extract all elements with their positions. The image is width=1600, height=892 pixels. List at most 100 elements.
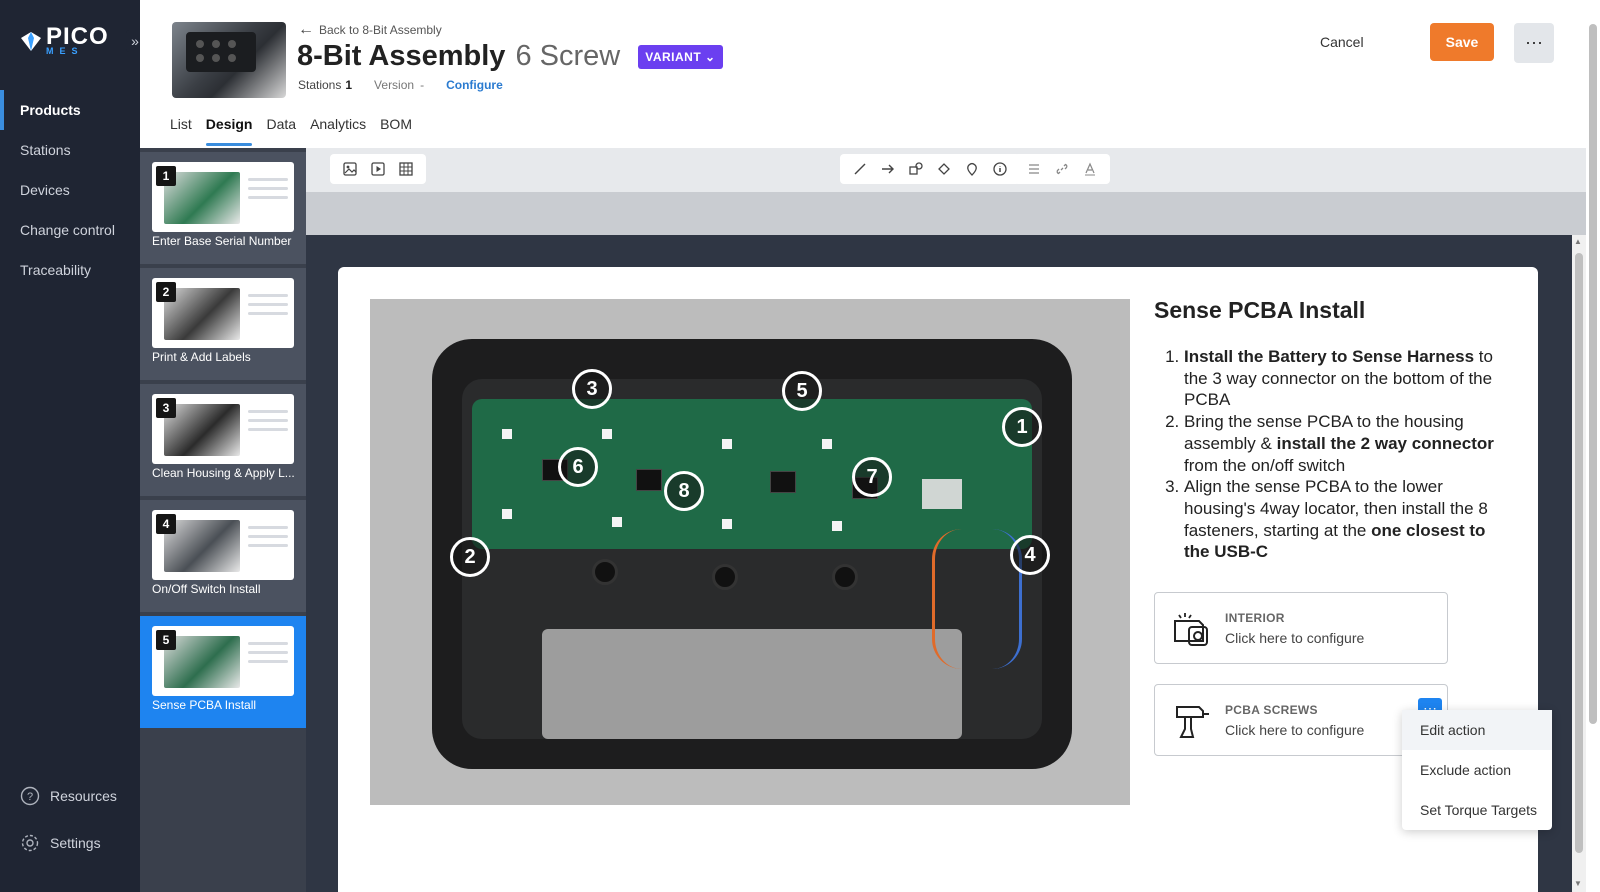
table-icon[interactable] — [392, 156, 420, 182]
instruction-text: to the 3 way connector on the bottom of … — [1184, 347, 1493, 410]
save-button[interactable]: Save — [1430, 23, 1494, 61]
brand-name: PICO — [46, 23, 109, 50]
configure-link[interactable]: Configure — [446, 78, 503, 92]
tab-bar: List Design Data Analytics BOM — [170, 116, 426, 146]
settings-label: Settings — [50, 835, 101, 851]
action-card-interior[interactable]: INTERIOR Click here to configure — [1154, 592, 1448, 664]
page-scrollbar[interactable] — [1586, 0, 1600, 892]
back-label: Back to 8-Bit Assembly — [319, 23, 442, 37]
page-scrollbar-thumb[interactable] — [1589, 24, 1597, 724]
draw-tool-group — [840, 154, 1020, 184]
logo[interactable]: PICO MES — [20, 25, 109, 56]
step-label: On/Off Switch Install — [152, 582, 261, 596]
image-icon[interactable] — [336, 156, 364, 182]
action-context-menu: Edit action Exclude action Set Torque Ta… — [1402, 710, 1552, 830]
collapse-sidebar-icon[interactable]: » — [126, 30, 144, 52]
scroll-down-icon[interactable]: ▼ — [1574, 879, 1582, 888]
arrow-left-icon: ← — [298, 21, 314, 38]
photo-marker[interactable]: 4 — [1010, 535, 1050, 575]
link-icon[interactable] — [1048, 156, 1076, 182]
step-thumbnail: 3 — [152, 394, 294, 464]
instruction-text: Align the sense PCBA to the lower housin… — [1184, 477, 1488, 540]
media-tool-group — [330, 154, 426, 184]
photo-marker[interactable]: 3 — [572, 369, 612, 409]
sidebar-item-products[interactable]: Products — [0, 90, 140, 130]
step-number: 5 — [156, 630, 176, 650]
photo-marker[interactable]: 8 — [664, 471, 704, 511]
step-thumbnail: 4 — [152, 510, 294, 580]
variant-badge-label: VARIANT — [645, 49, 702, 64]
editor-ruler — [306, 192, 1586, 235]
back-link[interactable]: ← Back to 8-Bit Assembly — [298, 21, 442, 39]
text-color-icon[interactable] — [1076, 156, 1104, 182]
sidebar-item-settings[interactable]: Settings — [20, 833, 140, 853]
slide-title: Sense PCBA Install — [1154, 297, 1366, 323]
version-label: Version — [374, 78, 415, 92]
tab-list[interactable]: List — [170, 116, 192, 132]
cancel-button[interactable]: Cancel — [1320, 34, 1364, 50]
marker-icon[interactable] — [958, 156, 986, 182]
sidebar-item-traceability[interactable]: Traceability — [20, 262, 92, 278]
tab-design[interactable]: Design — [205, 116, 252, 146]
slide-text[interactable]: Sense PCBA Install Install the Battery t… — [1154, 297, 1494, 563]
video-icon[interactable] — [364, 156, 392, 182]
fill-icon[interactable] — [930, 156, 958, 182]
action-name: INTERIOR — [1225, 611, 1285, 625]
align-icon[interactable] — [1020, 156, 1048, 182]
step-label: Clean Housing & Apply L... — [152, 466, 295, 480]
sidebar-item-devices[interactable]: Devices — [20, 182, 70, 198]
info-icon[interactable] — [986, 156, 1014, 182]
action-card-pcba-screws[interactable]: PCBA SCREWS Click here to configure ⋯ — [1154, 684, 1448, 756]
assembly-photo[interactable]: 1 2 3 4 5 6 7 8 — [370, 299, 1130, 805]
sidebar-item-stations[interactable]: Stations — [20, 142, 71, 158]
slide-card: 1 2 3 4 5 6 7 8 Sense PCBA Install Insta… — [338, 267, 1538, 892]
photo-marker[interactable]: 2 — [450, 537, 490, 577]
tab-data[interactable]: Data — [266, 116, 297, 132]
action-name: PCBA SCREWS — [1225, 703, 1318, 717]
page-title: 8-Bit Assembly 6 Screw VARIANT ⌄ — [297, 40, 723, 73]
tab-analytics[interactable]: Analytics — [310, 116, 367, 132]
text-tool-group — [1014, 154, 1110, 184]
line-icon[interactable] — [846, 156, 874, 182]
sidebar-item-change-control[interactable]: Change control — [20, 222, 115, 238]
photo-marker[interactable]: 5 — [782, 371, 822, 411]
product-name: 8-Bit Assembly — [297, 40, 506, 72]
tab-bom[interactable]: BOM — [380, 116, 412, 132]
svg-text:?: ? — [27, 791, 33, 803]
editor-toolbar — [306, 148, 1586, 192]
sidebar-item-resources[interactable]: ? Resources — [20, 786, 140, 806]
step-label: Enter Base Serial Number — [152, 234, 292, 248]
variant-badge[interactable]: VARIANT ⌄ — [638, 44, 723, 69]
photo-marker[interactable]: 6 — [558, 447, 598, 487]
gear-icon — [21, 834, 39, 852]
resources-label: Resources — [50, 788, 117, 804]
canvas-scrollbar-thumb[interactable] — [1575, 253, 1583, 853]
arrow-icon[interactable] — [874, 156, 902, 182]
shape-icon[interactable] — [902, 156, 930, 182]
menu-item-exclude-action[interactable]: Exclude action — [1420, 762, 1512, 778]
photo-marker[interactable]: 1 — [1002, 407, 1042, 447]
step-label: Print & Add Labels — [152, 350, 251, 364]
canvas-scrollbar[interactable]: ▲ ▼ — [1572, 235, 1586, 892]
step-number: 4 — [156, 514, 176, 534]
instruction-list: Install the Battery to Sense Harness to … — [1154, 346, 1494, 563]
step-number: 3 — [156, 398, 176, 418]
more-options-button[interactable]: ⋯ — [1514, 23, 1554, 63]
menu-item-edit-action[interactable]: Edit action — [1402, 710, 1552, 750]
step-label: Sense PCBA Install — [152, 698, 257, 712]
menu-item-set-torque-targets[interactable]: Set Torque Targets — [1420, 802, 1538, 818]
pcb-image — [472, 399, 1032, 549]
brand-sub: MES — [46, 46, 84, 56]
product-meta: Stations 1 Version - Configure — [298, 78, 503, 92]
scroll-up-icon[interactable]: ▲ — [1574, 237, 1582, 246]
photo-marker[interactable]: 7 — [852, 457, 892, 497]
step-number: 2 — [156, 282, 176, 302]
